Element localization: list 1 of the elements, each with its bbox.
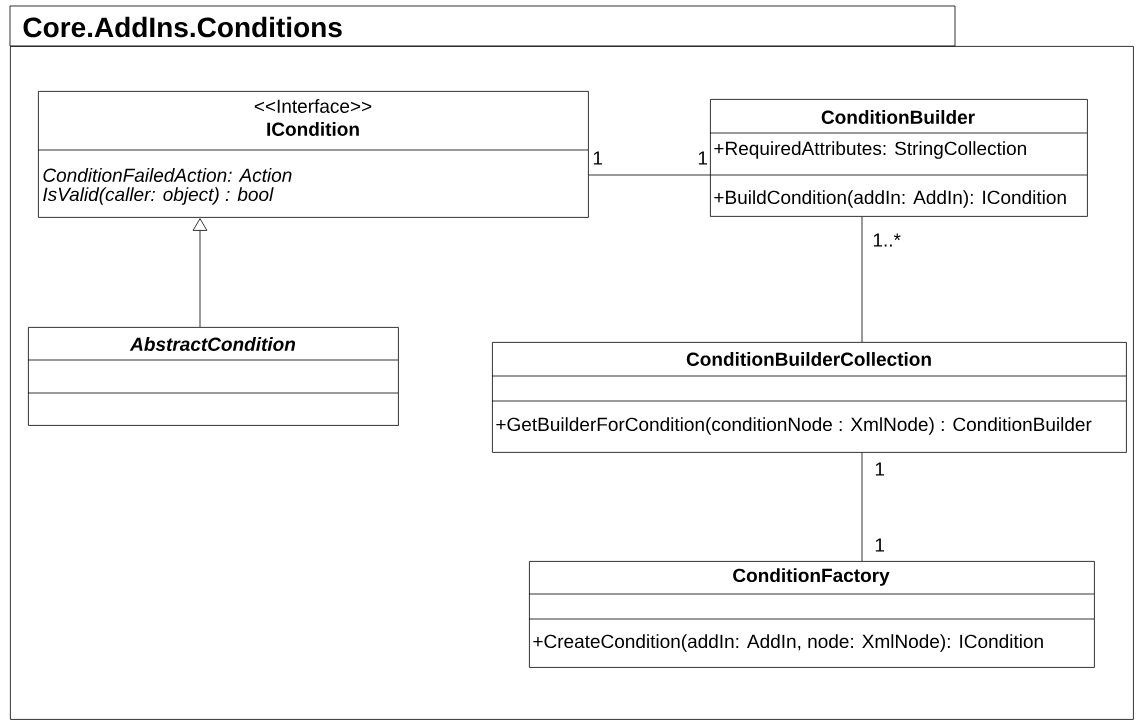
package-name: Core.AddIns.Conditions [23,16,342,38]
